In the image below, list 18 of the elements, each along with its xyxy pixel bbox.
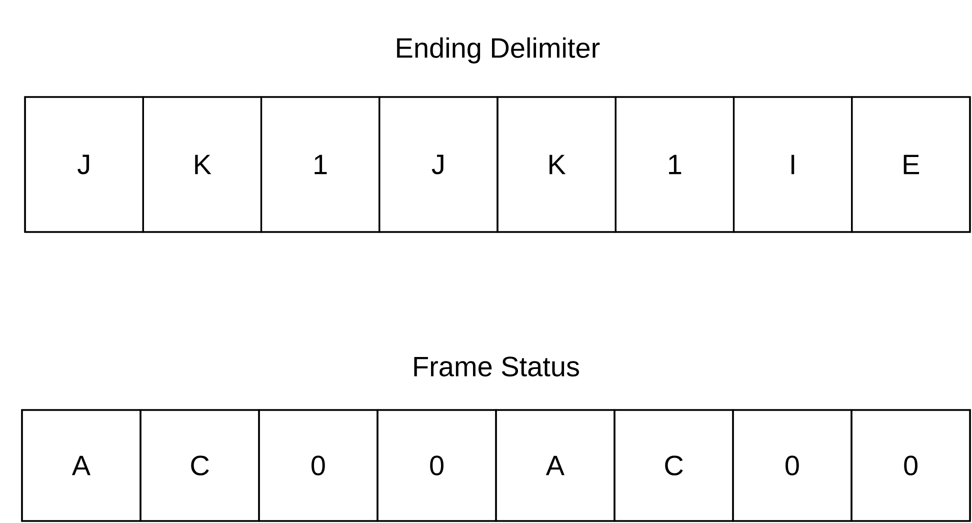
- field-cell: C: [614, 409, 734, 522]
- field-cell: A: [495, 409, 616, 522]
- field-cell: J: [24, 96, 144, 233]
- field-cell: 0: [850, 409, 971, 522]
- heading: Frame Status: [414, 356, 579, 376]
- field-cell: A: [21, 409, 142, 522]
- field-cell: C: [140, 409, 260, 522]
- field-cell: K: [142, 96, 262, 233]
- heading: Ending Delimiter: [397, 37, 600, 64]
- field-cell: 1: [614, 96, 735, 233]
- field-cell: 0: [258, 409, 378, 522]
- field-cell: E: [851, 96, 971, 233]
- field-cell: 0: [732, 409, 852, 522]
- field-cell: K: [496, 96, 616, 233]
- field-cell: J: [378, 96, 498, 233]
- field-cell: 1: [260, 96, 380, 233]
- field-cell: I: [732, 96, 853, 233]
- field-cell: 0: [376, 409, 497, 522]
